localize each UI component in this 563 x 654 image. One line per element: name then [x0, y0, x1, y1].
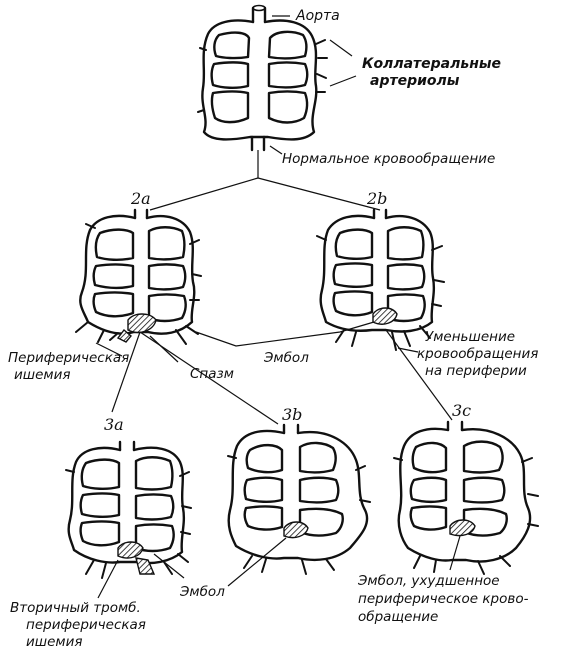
embol-worse-line1: Эмбол, ухудшенное: [357, 573, 500, 589]
reduced-circulation-line1: Уменьшение: [425, 329, 515, 345]
reduced-circulation-line2: кровообращения: [417, 346, 538, 362]
spasm-label: Спазм: [190, 366, 234, 382]
network-3c: [394, 422, 538, 574]
peripheral-ischemia-line1: Периферическая: [8, 350, 129, 366]
peripheral-ischemia-line2: ишемия: [14, 367, 71, 383]
node-2a-label: 2a: [130, 189, 151, 208]
node-3b-label: 3b: [282, 405, 302, 424]
aorta-label: Аорта: [295, 8, 340, 24]
secondary-thrombus-line2: периферическая: [26, 617, 146, 633]
node-3a-label: 3a: [104, 415, 124, 434]
secondary-thrombus-line1: Вторичный тромб.: [10, 600, 141, 616]
node-3c-label: 3c: [452, 401, 471, 420]
normal-circulation-label: Нормальное кровообращение: [282, 151, 495, 167]
embol-worse-line3: обращение: [358, 609, 438, 625]
network-3a: [66, 442, 191, 578]
embol-label-2: Эмбол: [263, 350, 309, 366]
network-3b: [228, 425, 370, 574]
embol-label-3: Эмбол: [179, 584, 225, 600]
collateral-label-line2: артериолы: [370, 73, 460, 89]
normal-circulation-network: [198, 6, 327, 151]
secondary-thrombus-line3: ишемия: [26, 634, 83, 650]
embol-worse-line2: периферическое крово-: [358, 591, 529, 607]
collateral-label-line1: Коллатеральные: [362, 56, 501, 72]
node-2b-label: 2b: [366, 189, 387, 208]
reduced-circulation-line3: на периферии: [425, 363, 527, 379]
network-2a: [76, 210, 201, 344]
connector-lines: [96, 16, 460, 598]
